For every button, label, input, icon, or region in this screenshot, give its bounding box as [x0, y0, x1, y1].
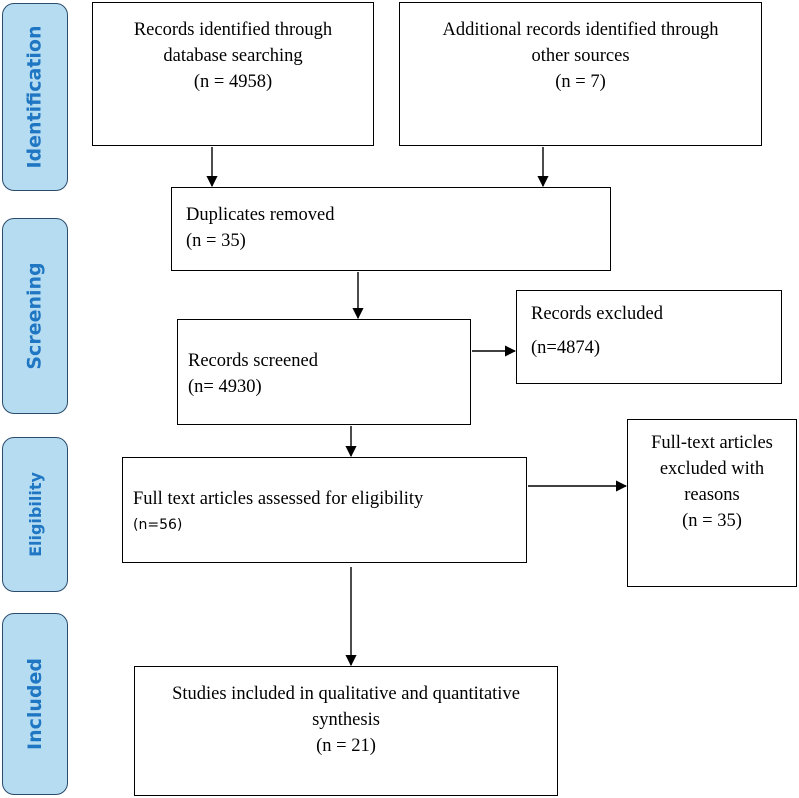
box-text-line: Studies included in qualitative and quan…: [172, 684, 520, 704]
phase-eligibility: Eligibility: [2, 437, 68, 592]
box-text-line: Full text articles assessed for eligibil…: [133, 489, 424, 509]
fulltext-excluded-box: Full-text articles excluded with reasons…: [627, 419, 797, 587]
duplicates-removed-box: Duplicates removed (n = 35): [171, 187, 611, 271]
box-text-line: (n= 4930): [188, 377, 262, 397]
box-text-line: Duplicates removed: [186, 205, 335, 225]
box-text-line: excluded with: [659, 459, 765, 479]
box-text-line: Records identified through: [133, 20, 333, 40]
records-excluded-box: Records excluded (n=4874): [516, 290, 782, 384]
box-text-line: reasons: [684, 485, 740, 505]
box-text-line: (n=56): [133, 517, 183, 533]
other-sources-box: Additional records identified through ot…: [399, 2, 762, 146]
box-text-line: (n = 35): [186, 231, 246, 251]
box-text-line: database searching: [163, 46, 303, 66]
box-text-line: synthesis: [312, 710, 380, 730]
box-text-line: Additional records identified through: [442, 20, 719, 40]
box-text-line: (n = 35): [682, 511, 742, 531]
database-search-box: Records identified through database sear…: [92, 2, 374, 146]
phase-identification: Identification: [2, 3, 68, 191]
box-text-line: (n=4874): [531, 338, 601, 358]
box-text-line: (n = 4958): [193, 72, 273, 92]
box-text-line: Full-text articles: [651, 433, 773, 453]
phase-screening: Screening: [2, 218, 68, 414]
box-text-line: (n = 21): [316, 736, 376, 756]
fulltext-assessed-box: Full text articles assessed for eligibil…: [122, 457, 527, 563]
studies-included-box: Studies included in qualitative and quan…: [134, 666, 558, 796]
box-text-line: other sources: [531, 46, 630, 66]
records-screened-box: Records screened (n= 4930): [177, 319, 471, 425]
box-text-line: Records excluded: [531, 304, 664, 324]
box-text-line: Records screened: [188, 351, 318, 371]
box-text-line: (n = 7): [555, 72, 606, 92]
phase-included: Included: [2, 613, 68, 795]
